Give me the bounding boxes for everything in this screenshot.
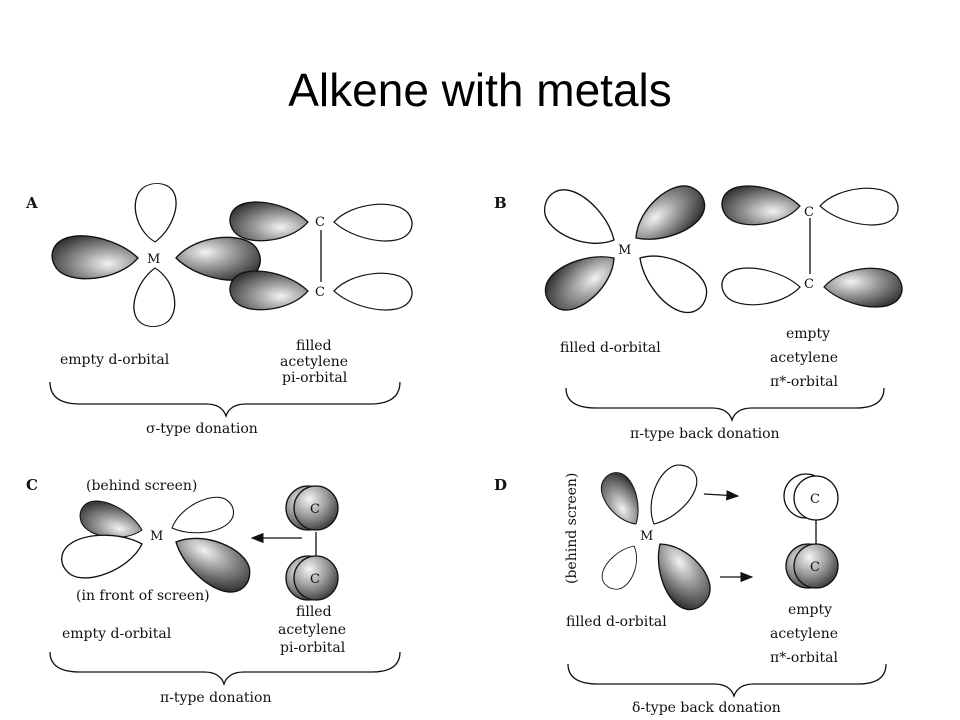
- panel-b: B M C C filled d-orbital empty acetylene…: [494, 175, 903, 442]
- d-orbital-lobe-filled: [536, 239, 627, 321]
- metal-label: M: [147, 252, 160, 267]
- panel-a-right-label-1: filled: [296, 338, 332, 354]
- carbon-label: C: [315, 285, 325, 300]
- panel-c-note-bottom: (in front of screen): [76, 588, 210, 604]
- panel-b-right-label-3: π*-orbital: [770, 374, 838, 390]
- pi-orbital-lobe-empty: [333, 203, 413, 242]
- panel-c-letter: C: [26, 476, 38, 494]
- panel-c-left-label: empty d-orbital: [62, 626, 172, 642]
- panel-a-brace: [49, 381, 401, 419]
- panel-d: D (behind screen) M C C filled d-orbital…: [494, 457, 887, 716]
- panel-c-caption: π-type donation: [160, 690, 271, 706]
- panel-d-caption: δ-type back donation: [632, 700, 781, 716]
- d-orbital-lobe-empty: [166, 490, 239, 545]
- panel-d-note-side: (behind screen): [564, 473, 580, 584]
- panel-b-brace: [565, 387, 885, 423]
- pi-orbital-lobe-filled: [229, 270, 309, 311]
- panel-b-caption: π-type back donation: [630, 426, 780, 442]
- d-orbital-lobe-empty: [535, 181, 626, 259]
- panel-d-right-label-2: acetylene: [770, 626, 838, 642]
- back-donation-arrow: [703, 490, 740, 501]
- carbon-sphere: [293, 555, 339, 601]
- d-orbital-lobe-empty: [133, 267, 176, 328]
- metal-label: M: [640, 529, 653, 544]
- panel-c-note-top: (behind screen): [86, 478, 197, 494]
- panel-b-right-label-2: acetylene: [770, 350, 838, 366]
- panel-d-right-label-3: π*-orbital: [770, 650, 838, 666]
- metal-label: M: [618, 243, 631, 258]
- pi-orbital-lobe-filled: [229, 201, 309, 242]
- d-orbital-lobe-empty: [626, 240, 717, 322]
- panel-a-right-label-3: pi-orbital: [282, 370, 348, 386]
- panel-d-right-label-1: empty: [788, 602, 832, 618]
- panel-d-left-label: filled d-orbital: [566, 614, 667, 630]
- panel-d-letter: D: [494, 476, 507, 494]
- panel-b-left-label: filled d-orbital: [560, 340, 661, 356]
- carbon-label: C: [810, 492, 820, 507]
- d-orbital-lobe-filled: [594, 466, 651, 533]
- metal-label: M: [150, 529, 163, 544]
- panel-c-right-label-3: pi-orbital: [280, 640, 346, 656]
- panel-a-right-label-2: acetylene: [280, 354, 348, 370]
- panel-a-letter: A: [25, 194, 38, 212]
- d-orbital-lobe-filled: [51, 235, 139, 280]
- pi-orbital-lobe-empty: [333, 272, 413, 311]
- panel-d-brace: [567, 663, 887, 699]
- carbon-sphere: [793, 543, 839, 589]
- carbon-label: C: [804, 277, 814, 292]
- slide-title: Alkene with metals: [288, 64, 672, 116]
- d-orbital-lobe-filled: [623, 175, 714, 257]
- d-orbital-lobe-filled: [641, 531, 721, 619]
- carbon-label: C: [315, 215, 325, 230]
- pi-star-lobe-filled: [823, 267, 903, 308]
- carbon-label: C: [810, 560, 820, 575]
- carbon-label: C: [310, 502, 320, 517]
- panel-c-brace: [49, 651, 401, 687]
- carbon-label: C: [804, 205, 814, 220]
- pi-star-lobe-empty: [819, 187, 899, 226]
- pi-star-lobe-filled: [721, 185, 801, 226]
- panel-c: C (behind screen) M C C (in front of scr…: [26, 476, 401, 706]
- panel-a-caption: σ-type donation: [146, 421, 258, 437]
- d-orbital-lobe-empty: [638, 457, 705, 535]
- d-orbital-lobe-empty: [596, 538, 647, 596]
- panel-a: A M C C empty d-orbital filled acetylene…: [25, 182, 413, 437]
- panel-c-right-label-2: acetylene: [278, 622, 346, 638]
- carbon-sphere-empty: [793, 475, 839, 521]
- panel-b-right-label-1: empty: [786, 326, 830, 342]
- carbon-sphere: [293, 485, 339, 531]
- panel-b-letter: B: [494, 194, 507, 212]
- pi-star-lobe-empty: [721, 267, 801, 306]
- panel-c-right-label-1: filled: [296, 604, 332, 620]
- d-orbital-lobe-empty: [134, 182, 177, 243]
- carbon-label: C: [310, 572, 320, 587]
- panel-a-left-label: empty d-orbital: [60, 352, 170, 368]
